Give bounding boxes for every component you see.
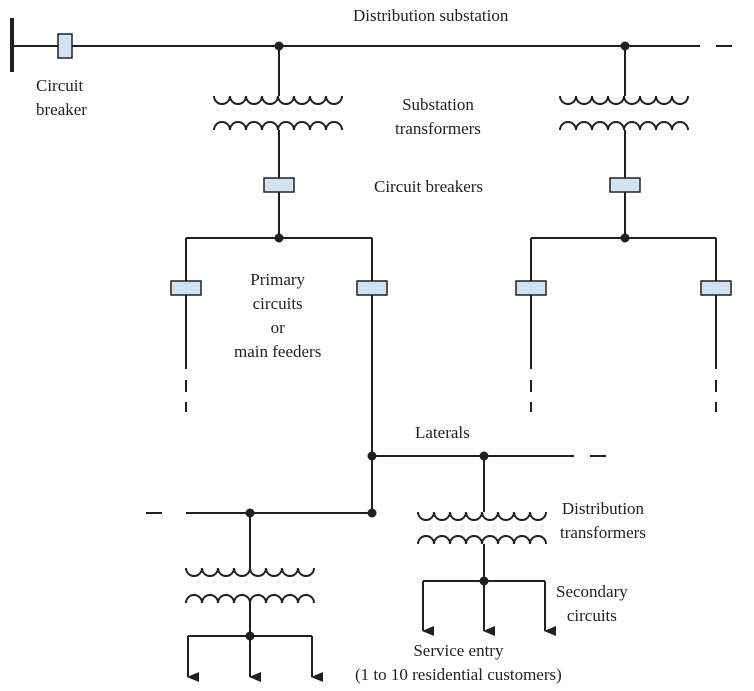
service-entry-label: Service entry (1 to 10 residential custo… — [355, 639, 562, 687]
circuit-breaker-label: Circuit breaker — [36, 74, 87, 122]
label-line: or — [270, 318, 285, 337]
circuit-breakers-label: Circuit breakers — [374, 177, 484, 196]
main-circuit-breaker — [57, 33, 73, 59]
substation-transformer-right — [515, 46, 732, 412]
label-line: Primary — [250, 270, 306, 289]
label-line: Service entry — [413, 641, 504, 660]
label-line: transformers — [560, 523, 646, 542]
substation-transformers-label: Substation transformers — [395, 93, 481, 141]
label-line: Circuit — [36, 76, 84, 95]
primary-circuits-label: Primary circuits or main feeders — [234, 268, 321, 364]
distribution-transformers-label: Distribution transformers — [560, 497, 646, 545]
label-line: circuits — [252, 294, 303, 313]
laterals — [146, 451, 606, 518]
label-line: circuits — [566, 606, 617, 625]
label-line: Distribution — [561, 499, 645, 518]
label-line: Secondary — [556, 582, 628, 601]
distribution-transformer-left — [185, 513, 323, 682]
laterals-label: Laterals — [415, 423, 470, 442]
label-line: Substation — [402, 95, 474, 114]
substation-transformer-left — [170, 46, 388, 513]
distribution-substation-label: Distribution substation — [353, 6, 509, 25]
secondary-circuits-label: Secondary circuits — [556, 580, 628, 628]
label-line: main feeders — [234, 342, 322, 361]
distribution-transformer-right — [417, 456, 556, 636]
label-line: transformers — [395, 119, 481, 138]
label-line: breaker — [36, 100, 87, 119]
label-line: (1 to 10 residential customers) — [355, 665, 562, 684]
